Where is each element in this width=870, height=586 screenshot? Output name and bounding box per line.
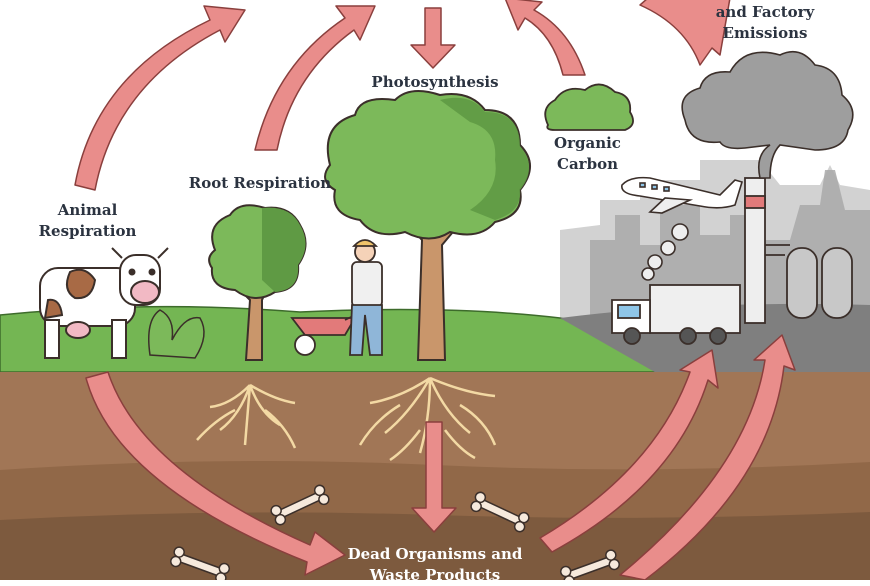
organic-carbon-label: Organic Carbon bbox=[554, 134, 621, 173]
emissions-arrow bbox=[639, 0, 731, 66]
airplane bbox=[621, 176, 744, 214]
factory-complex bbox=[744, 177, 853, 324]
cow bbox=[39, 247, 169, 359]
fossil-fuel-arrow-inner bbox=[539, 349, 719, 553]
buried-bones bbox=[169, 484, 621, 580]
tree-roots bbox=[196, 376, 497, 462]
fossil-fuel-arrow-outer bbox=[619, 334, 796, 580]
small-tree bbox=[208, 204, 307, 361]
bushes bbox=[148, 309, 205, 359]
organic-carbon-arrow bbox=[505, 0, 586, 76]
root-respiration-label: Root Respiration bbox=[188, 174, 332, 192]
decomposition-arrow bbox=[411, 421, 457, 533]
decay-arrow-left bbox=[85, 371, 346, 576]
organic-carbon-cloud bbox=[544, 83, 634, 131]
factory-emissions-label: and Factory Emissions bbox=[715, 3, 815, 42]
photosynthesis-arrow bbox=[410, 7, 456, 69]
large-tree bbox=[324, 90, 531, 361]
root-respiration-arrow bbox=[254, 5, 376, 151]
truck bbox=[611, 284, 741, 345]
carbon-flow-arrows bbox=[74, 0, 796, 580]
emission-smoke bbox=[641, 50, 854, 281]
gardener-with-wheelbarrow bbox=[290, 239, 383, 356]
animal-respiration-arrow bbox=[74, 5, 246, 191]
animal-respiration-label: Animal Respiration bbox=[38, 201, 137, 240]
photosynthesis-label: Photosynthesis bbox=[371, 73, 499, 91]
